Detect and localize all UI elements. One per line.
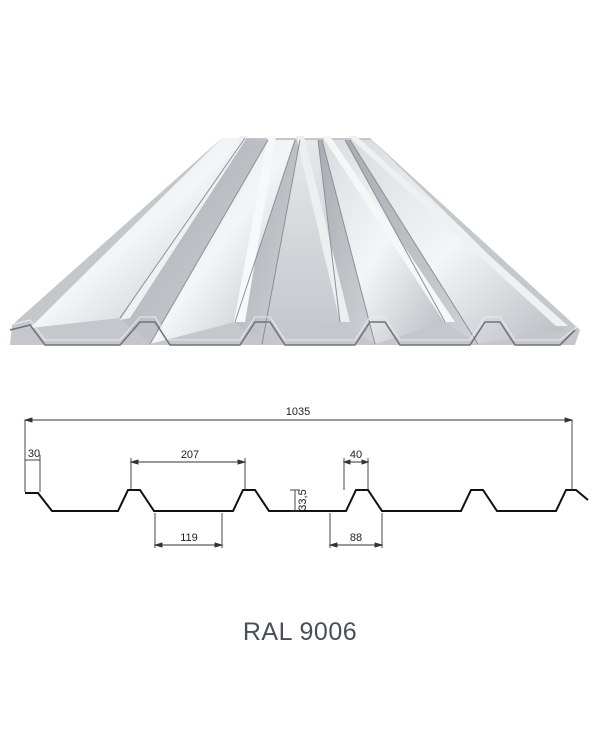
dim-rib-pitch: 207 xyxy=(181,449,199,461)
dim-total-width: 1035 xyxy=(286,406,310,418)
dim-top-flange: 30 xyxy=(28,448,40,460)
roof-sheet-illustration xyxy=(9,136,580,346)
cross-section-profile xyxy=(25,489,589,512)
dim-rib-height: 33,5 xyxy=(297,489,309,510)
dimension-lines xyxy=(23,417,574,548)
dim-valley-bottom: 119 xyxy=(180,532,198,544)
dim-rib-base: 88 xyxy=(350,532,362,544)
color-code-label: RAL 9006 xyxy=(242,618,358,646)
dim-rib-top: 40 xyxy=(350,449,362,461)
dimension-labels: 1035 30 207 40 33,5 119 88 xyxy=(28,406,362,544)
